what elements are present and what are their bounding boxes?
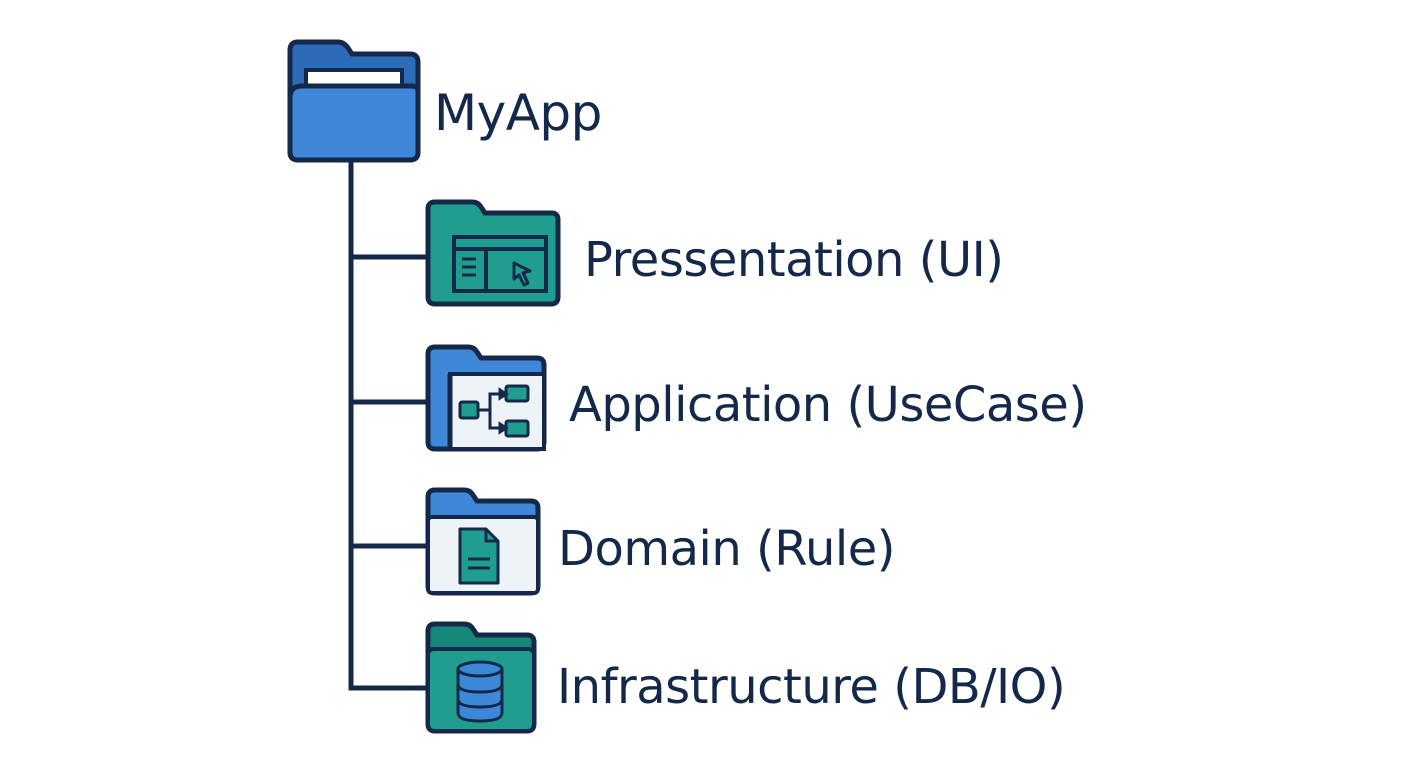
document-icon	[458, 527, 500, 585]
root-folder-label: MyApp	[434, 84, 602, 142]
domain-folder-label: Domain (Rule)	[558, 521, 895, 577]
infrastructure-folder	[424, 621, 538, 735]
root-folder-icon	[286, 39, 422, 164]
presentation-folder	[424, 199, 562, 307]
domain-folder	[424, 487, 542, 597]
application-folder	[424, 344, 548, 452]
database-icon	[456, 660, 504, 723]
window-cursor-icon	[452, 235, 548, 293]
application-folder-label: Application (UseCase)	[569, 377, 1087, 433]
flowchart-icon	[458, 384, 530, 438]
presentation-folder-label: Pressentation (UI)	[584, 232, 1004, 288]
infrastructure-folder-label: Infrastructure (DB/IO)	[557, 659, 1066, 715]
